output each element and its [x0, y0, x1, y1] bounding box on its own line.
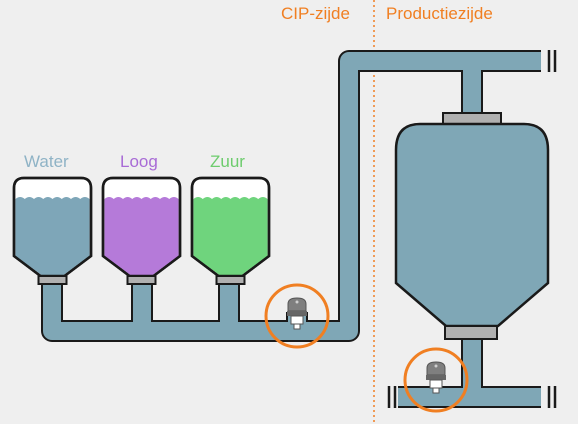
- tank-outlet-flange: [126, 275, 157, 285]
- lye-tank: [101, 176, 182, 285]
- acid-tank: [190, 176, 271, 285]
- vessel-bottom-flange: [444, 325, 498, 340]
- production-zone-label: Productiezijde: [386, 4, 493, 23]
- acid-tank-label: Zuur: [210, 152, 245, 171]
- tank-liquid: [15, 197, 90, 275]
- vessel-top-flange: [442, 112, 502, 125]
- water-tank: [12, 176, 93, 285]
- sensor-highlight-ring: [403, 347, 469, 413]
- tank-outlet-flange: [215, 275, 246, 285]
- pipe-end-icon: [547, 386, 557, 408]
- vessel-body: [394, 122, 550, 328]
- tank-outlet-flange: [37, 275, 68, 285]
- water-tank-label: Water: [24, 152, 69, 171]
- sensor-icon[interactable]: [264, 283, 330, 349]
- production-vessel: [394, 112, 550, 340]
- pipe-end-icon: [547, 50, 557, 72]
- tank-liquid: [104, 197, 179, 275]
- cip-zone-label: CIP-zijde: [281, 4, 350, 23]
- sensor-highlight-ring: [264, 283, 330, 349]
- tank-liquid: [193, 197, 268, 275]
- lye-tank-label: Loog: [120, 152, 158, 171]
- pipe-end-icon: [387, 386, 397, 408]
- sensor-icon[interactable]: [403, 347, 469, 413]
